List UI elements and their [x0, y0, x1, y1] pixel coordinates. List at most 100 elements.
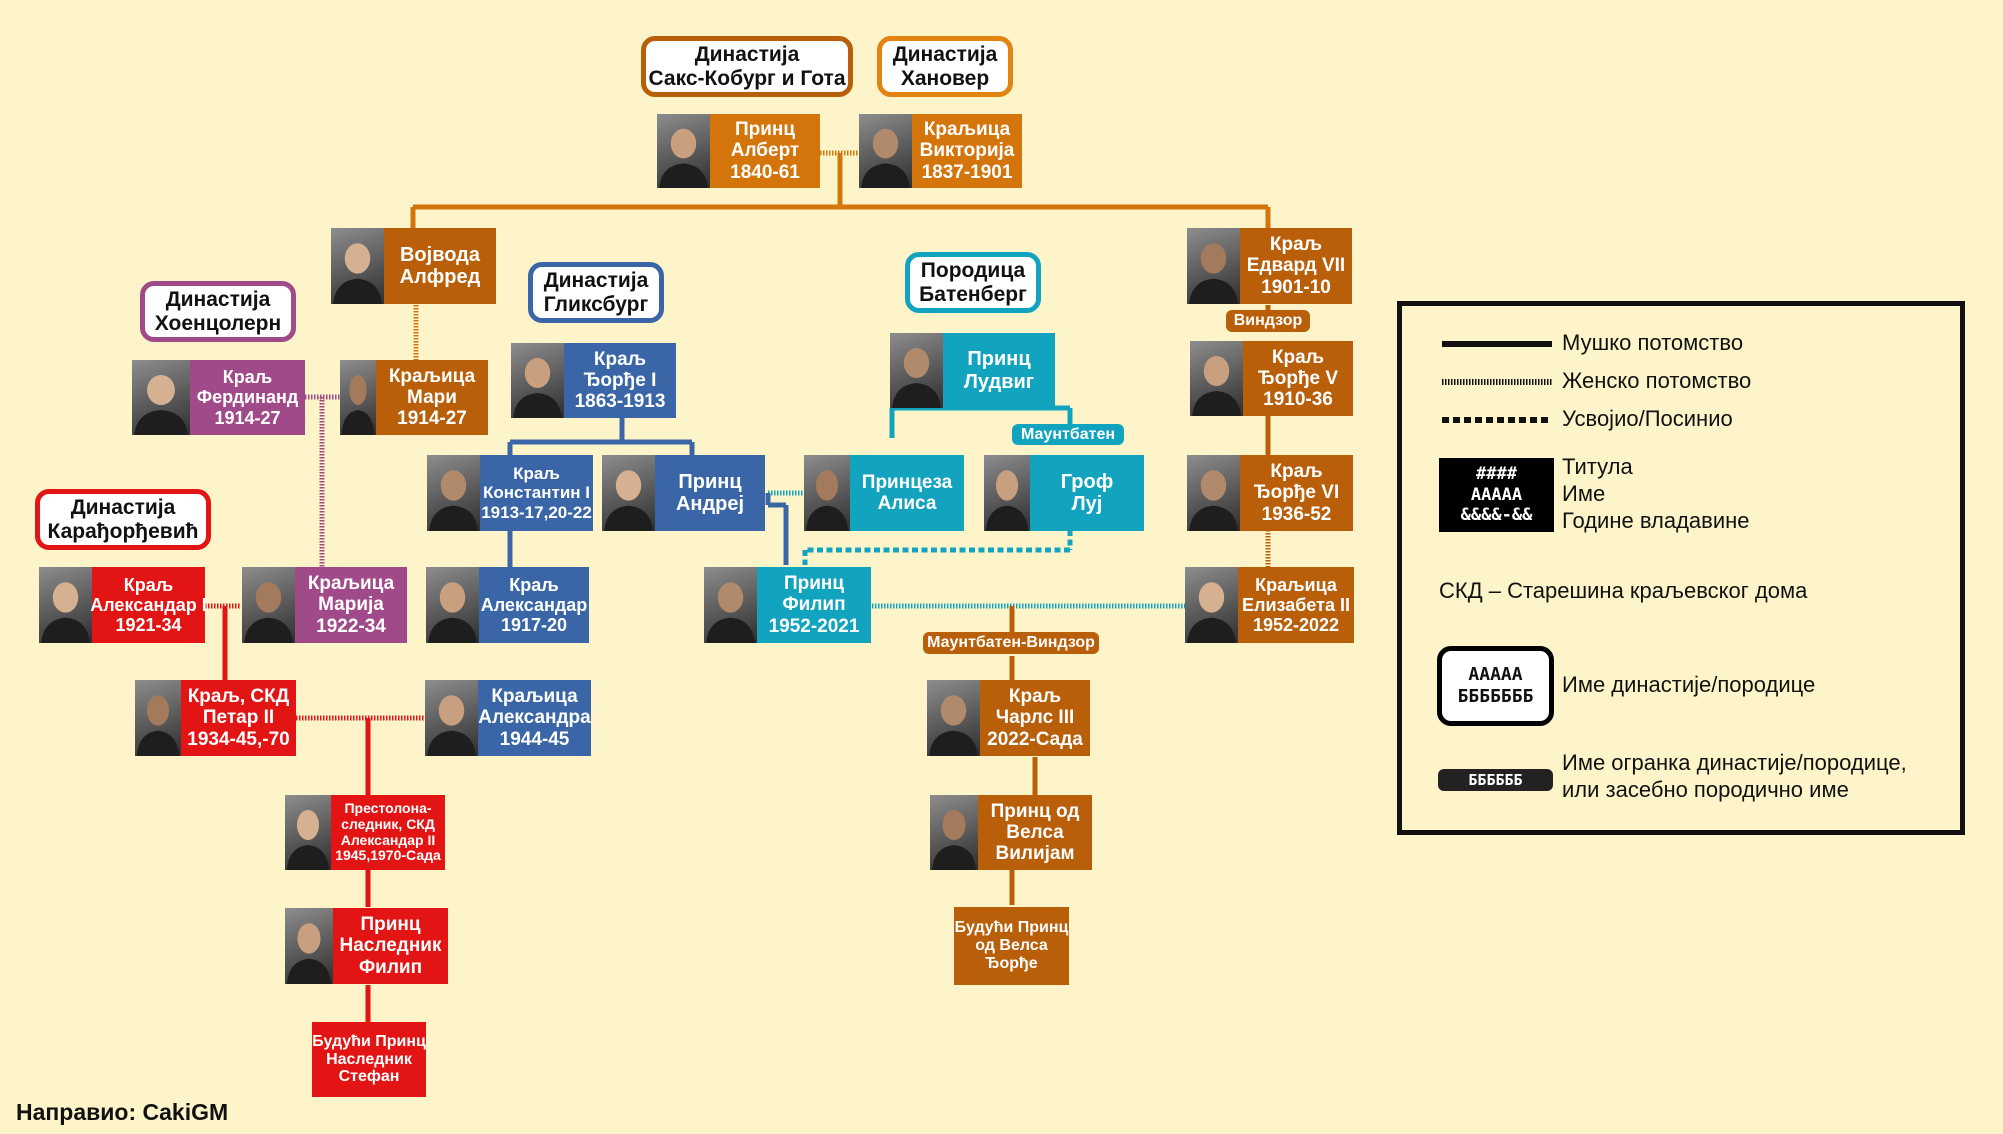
- person-alexander1-line-2: 1921-34: [115, 615, 182, 636]
- dynasty-hanover-line-1: Хановер: [900, 66, 990, 90]
- legend-adopted-text: Усвојио/Посинио: [1562, 406, 1733, 431]
- person-andrew-line-1: Андреј: [675, 493, 745, 515]
- dynasty-hanover-line-0: Династија: [892, 42, 998, 66]
- legend-sample-name: AAAAA: [1470, 484, 1523, 505]
- person-alexander1-line-0: Краљ: [123, 574, 174, 595]
- person-constantine-line-1: Константин I: [482, 483, 591, 503]
- person-alexandra-line-0: Краљица: [491, 686, 578, 708]
- person-philip_yu-line-2: Филип: [358, 956, 423, 978]
- portrait-photo-philip: [704, 567, 757, 643]
- person-ferdinand-line-0: Краљ: [222, 367, 273, 388]
- person-alfred-line-1: Алфред: [399, 266, 481, 288]
- legend-sample-years: &&&&-&&: [1460, 505, 1533, 526]
- portrait-photo-peter2: [135, 680, 181, 756]
- person-george5-line-1: Ђорђе V: [1257, 367, 1339, 389]
- person-alexander_gr-line-2: 1917-20: [500, 615, 568, 636]
- legend-sample-branch-text: ББББББ: [1468, 771, 1523, 789]
- person-elizabeth-line-1: Елизабета II: [1242, 594, 1350, 615]
- person-andrew-line-0: Принц: [678, 470, 742, 493]
- person-victoria-line-1: Викторија: [919, 140, 1015, 162]
- person-george6-line-1: Ђорђе VI: [1253, 482, 1340, 504]
- person-elizabeth-line-2: 1952-2022: [1252, 615, 1340, 636]
- person-victoria-line-2: 1837-1901: [921, 161, 1013, 183]
- person-constantine-line-2: 1913-17,20-22: [481, 502, 592, 522]
- credit-text: Направио: CakiGM: [16, 1099, 229, 1125]
- person-alexander1-line-1: Александар I: [90, 594, 207, 615]
- portrait-photo-ferdinand: [132, 360, 190, 435]
- person-marie-line-1: Мари: [407, 386, 457, 408]
- portrait-photo-alfred: [331, 228, 384, 304]
- person-william-line-0: Принц од: [990, 800, 1080, 822]
- portrait-photo-ludwig: [890, 333, 943, 408]
- person-philip-line-1: Филип: [782, 594, 846, 616]
- person-edward-line-2: 1901-10: [1261, 276, 1331, 298]
- portrait-photo-alexander2: [285, 795, 331, 870]
- legend-sample-title: ####: [1476, 464, 1517, 485]
- person-alexander2-line-2: Александар II: [340, 831, 436, 848]
- person-peter2-line-0: Краљ, СКД: [187, 686, 290, 708]
- dynasty-hohenzollern-line-1: Хоенцолерн: [154, 311, 282, 335]
- person-albert-line-0: Принц: [734, 119, 796, 141]
- portrait-photo-alexander1: [39, 567, 92, 643]
- legend-line-samples: [1442, 341, 1552, 423]
- legend-branch-desc-2: или засебно породично име: [1562, 777, 1849, 802]
- legend-branch-desc-1: Име огранка династије/породице,: [1562, 750, 1907, 775]
- person-alexander_gr-line-0: Краљ: [509, 574, 559, 595]
- portrait-photo-edward: [1187, 228, 1240, 304]
- person-george_wales-line-2: Ђорђе: [985, 954, 1038, 972]
- person-peter2-line-2: 1934-45,-70: [187, 728, 290, 750]
- portrait-photo-albert: [657, 114, 710, 188]
- dynasty-saxe-line-1: Сакс-Кобург и Гота: [648, 66, 846, 90]
- person-william-line-2: Вилијам: [995, 843, 1075, 865]
- legend-skd-note: СКД – Старешина краљевског дома: [1439, 578, 1808, 603]
- portrait-photo-charles: [927, 680, 980, 756]
- branch-label-windsor: Виндзор: [1226, 310, 1310, 332]
- person-alexander2-line-3: 1945,1970-Сада: [335, 847, 441, 864]
- dynasty-karadjordjevic-line-0: Династија: [70, 495, 176, 519]
- person-alexander2-line-1: следник, СКД: [341, 815, 435, 832]
- legend-female-text: Женско потомство: [1562, 368, 1752, 393]
- portrait-photo-william: [930, 795, 978, 870]
- person-victoria-line-0: Краљица: [923, 119, 1011, 141]
- person-george6-line-0: Краљ: [1270, 461, 1323, 483]
- person-albert-line-1: Алберт: [730, 140, 800, 162]
- person-philip-line-0: Принц: [783, 573, 845, 595]
- portrait-photo-marie: [340, 360, 376, 435]
- person-marie-line-0: Краљица: [388, 365, 476, 387]
- legend-title-desc: Титула: [1562, 454, 1633, 479]
- person-stefan-line-2: Стефан: [338, 1068, 400, 1086]
- person-charles-line-2: 2022-Сада: [987, 728, 1083, 750]
- legend-dynasty-desc: Име династије/породице: [1562, 672, 1816, 697]
- portrait-photo-louis: [984, 455, 1030, 531]
- portrait-photo-elizabeth: [1185, 567, 1238, 643]
- person-george1-line-1: Ђорђе I: [583, 369, 657, 391]
- dynasty-hohenzollern-line-0: Династија: [165, 287, 271, 311]
- portrait-photo-constantine: [427, 455, 480, 531]
- person-ludwig-line-1: Лудвиг: [963, 370, 1035, 393]
- portrait-photo-maria: [242, 567, 295, 643]
- legend-sample-dyn-line2: БББББББ: [1457, 686, 1534, 707]
- person-ferdinand-line-2: 1914-27: [214, 407, 281, 428]
- person-george1-line-0: Краљ: [593, 348, 647, 370]
- portrait-photo-george1: [511, 343, 564, 418]
